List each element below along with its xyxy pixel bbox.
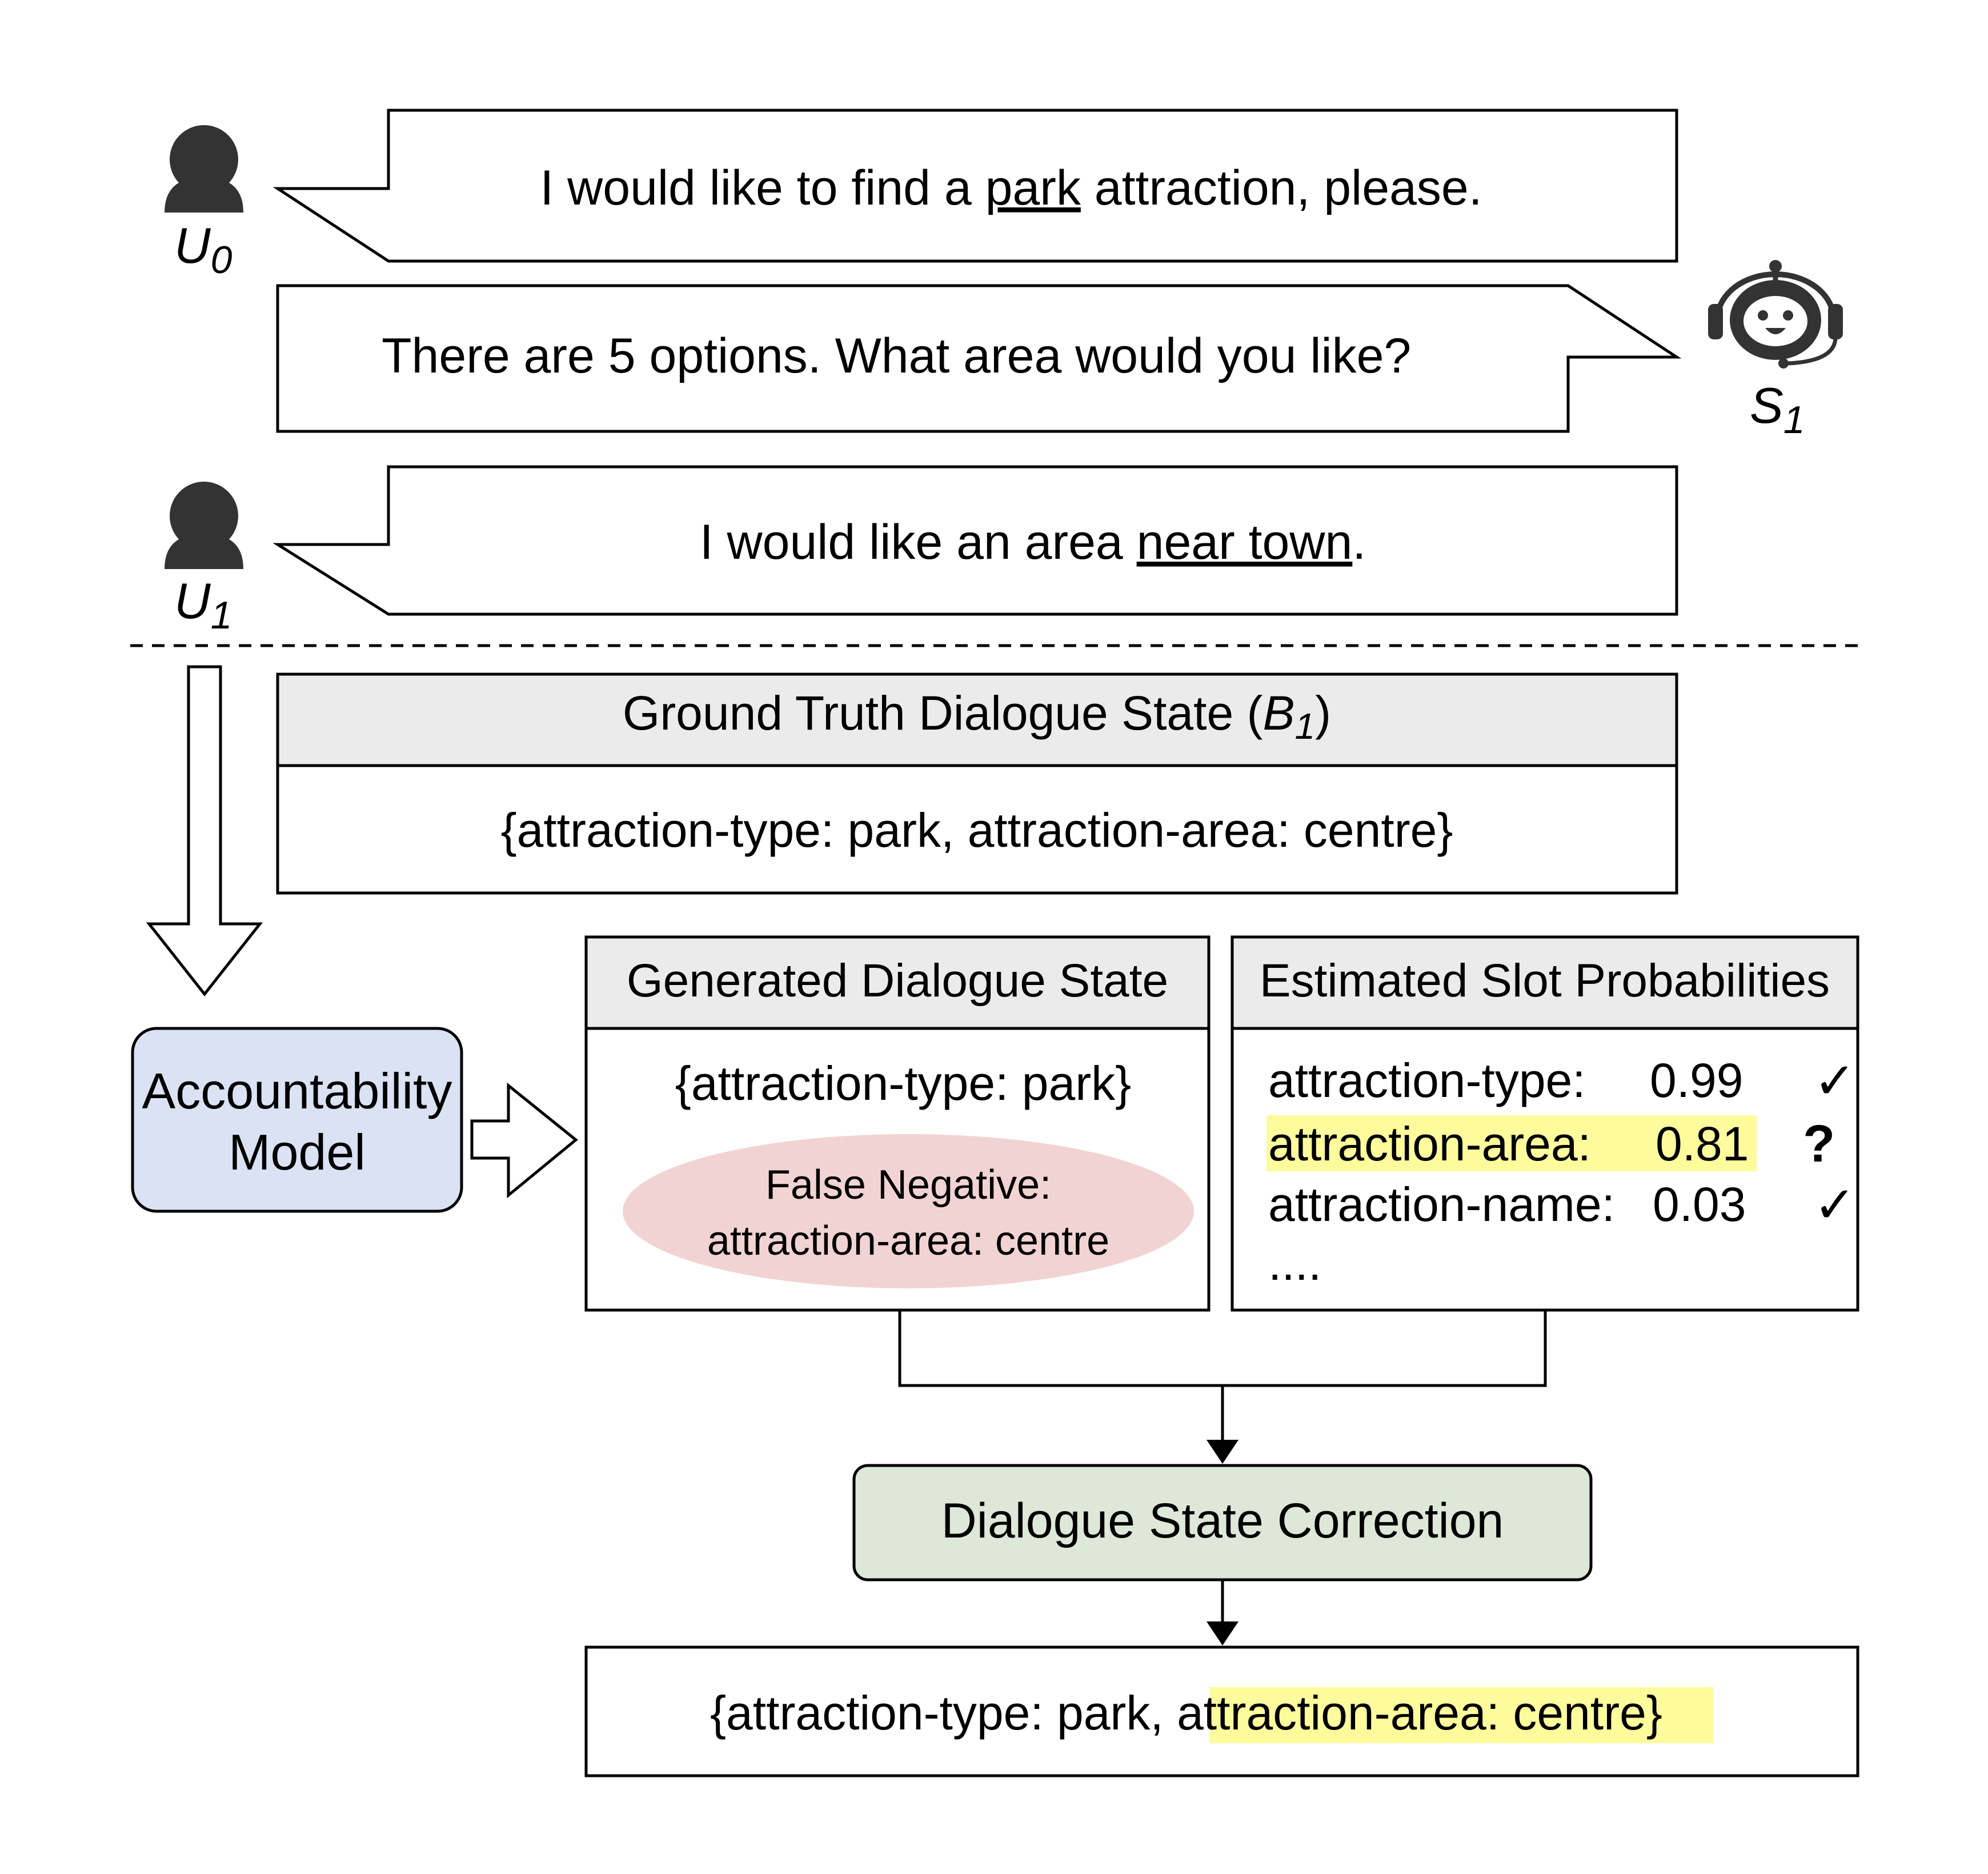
s1-utterance: There are 5 options. What area would you… [382, 329, 1411, 383]
u0-label: U0 [174, 217, 233, 282]
accountability-model-line2: Model [229, 1124, 366, 1180]
input-flow-arrow [146, 665, 263, 997]
slot-row: attraction-type: 0.99 ✓ [1268, 1052, 1856, 1109]
user-u0-icon [165, 125, 243, 213]
u0-speech-bubble [272, 109, 1678, 263]
merge-connector [898, 1310, 1547, 1443]
ground-truth-box [276, 672, 1678, 895]
false-negative-label: False Negative: [765, 1162, 1051, 1208]
final-state-content: {attraction-type: park, attraction-area:… [710, 1686, 1662, 1740]
slot-row: attraction-area: 0.81 ? [1268, 1115, 1835, 1173]
u1-speech-bubble [272, 465, 1678, 616]
final-state-highlight [1209, 1687, 1713, 1743]
slot-name: attraction-area: [1268, 1117, 1591, 1171]
model-output-arrow [470, 1082, 578, 1199]
bot-s1-icon [1708, 260, 1843, 369]
check-icon: ✓ [1814, 1176, 1856, 1233]
slot-probability: 0.81 [1656, 1117, 1749, 1171]
u1-utterance: I would like an area near town. [700, 515, 1366, 570]
check-icon: ✓ [1814, 1052, 1856, 1109]
false-negative-slot: attraction-area: centre [707, 1218, 1109, 1264]
slot-list-ellipsis: .... [1268, 1236, 1321, 1290]
connector-arrowhead [1207, 1440, 1239, 1464]
s1-label: S1 [1750, 377, 1805, 442]
generated-state-content: {attraction-type: park} [675, 1056, 1131, 1110]
ground-truth-content: {attraction-type: park, attraction-area:… [501, 803, 1453, 857]
connector-arrowhead [1207, 1621, 1239, 1645]
slot-name: attraction-name: [1268, 1178, 1615, 1231]
slot-probabilities-title: Estimated Slot Probabilities [1260, 955, 1830, 1007]
u1-label: U1 [174, 572, 232, 637]
s1-speech-bubble [276, 284, 1682, 433]
user-u1-icon [165, 482, 243, 569]
u0-utterance: I would like to find a park attraction, … [540, 161, 1482, 215]
slot-probability: 0.03 [1653, 1178, 1746, 1231]
ground-truth-title: Ground Truth Dialogue State (B1) [623, 686, 1331, 747]
slot-row: attraction-name: 0.03 ✓ [1268, 1176, 1856, 1233]
question-icon: ? [1803, 1115, 1835, 1173]
correction-label: Dialogue State Correction [941, 1493, 1504, 1548]
slot-probability: 0.99 [1650, 1054, 1743, 1107]
accountability-model-line1: Accountability [142, 1063, 452, 1119]
slot-name: attraction-type: [1268, 1054, 1586, 1107]
slot-row-highlight [1266, 1115, 1757, 1171]
false-negative-ellipse [623, 1134, 1194, 1288]
generated-state-title: Generated Dialogue State [627, 955, 1168, 1007]
accountability-model-box [131, 1027, 463, 1213]
